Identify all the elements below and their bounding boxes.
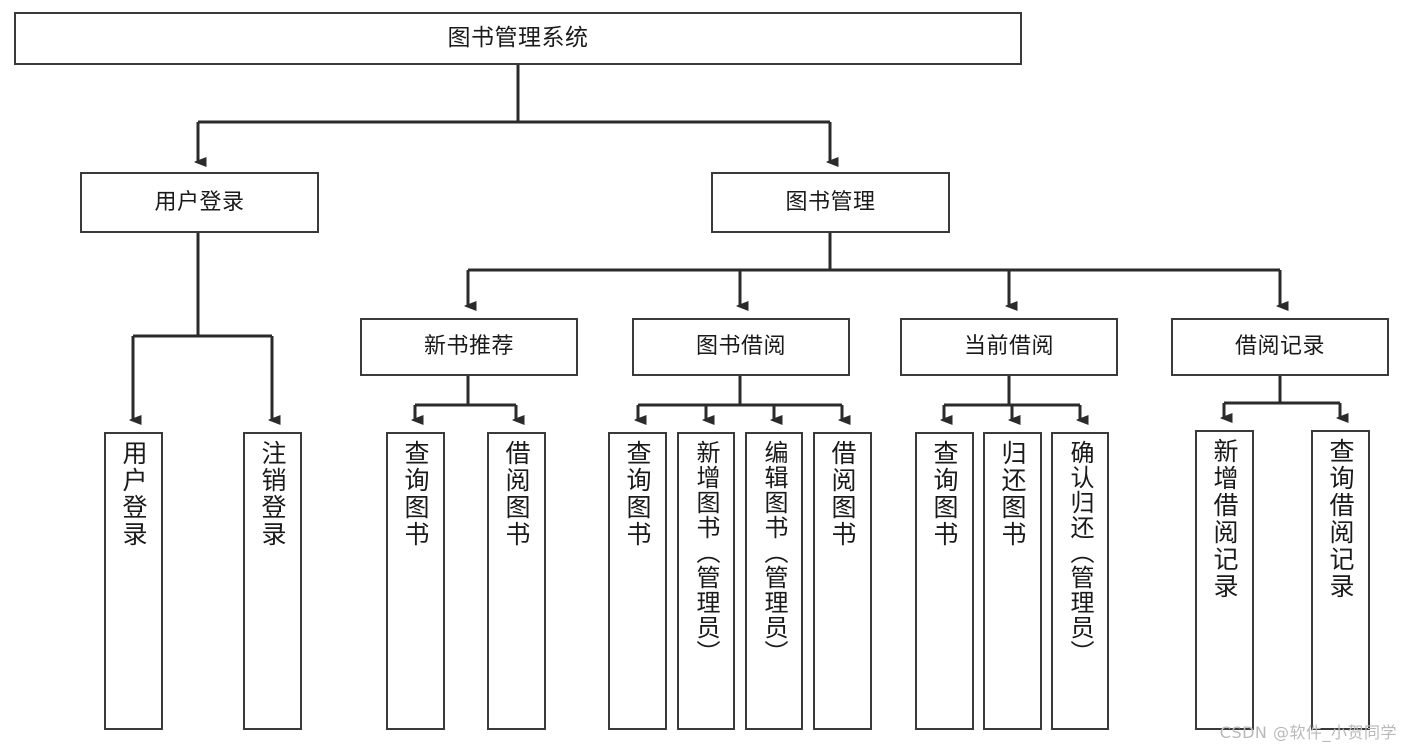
node-leaf-edit-book-label: 编辑图书（管理员） <box>760 440 788 665</box>
node-leaf-query-book-2[interactable]: 查询图书 <box>608 432 667 730</box>
node-leaf-query-record[interactable]: 查询借阅记录 <box>1311 430 1370 730</box>
node-leaf-borrow-book-2-label: 借阅图书 <box>828 440 857 548</box>
node-leaf-edit-book[interactable]: 编辑图书（管理员） <box>745 432 803 730</box>
node-leaf-add-record[interactable]: 新增借阅记录 <box>1195 430 1254 730</box>
node-leaf-query-record-label: 查询借阅记录 <box>1326 438 1355 600</box>
node-book-borrow[interactable]: 图书借阅 <box>632 318 850 376</box>
node-leaf-return-book[interactable]: 归还图书 <box>983 432 1042 730</box>
node-leaf-borrow-book-1-label: 借阅图书 <box>502 440 531 548</box>
node-leaf-user-login-label: 用户登录 <box>119 440 148 548</box>
node-borrow-record-label: 借阅记录 <box>1234 334 1325 360</box>
node-leaf-user-login[interactable]: 用户登录 <box>104 432 163 730</box>
node-leaf-query-book-2-label: 查询图书 <box>623 440 652 548</box>
node-leaf-logout-login-label: 注销登录 <box>258 440 287 548</box>
node-book-management[interactable]: 图书管理 <box>711 172 950 233</box>
node-leaf-borrow-book-1[interactable]: 借阅图书 <box>487 432 546 730</box>
node-leaf-query-book-3[interactable]: 查询图书 <box>915 432 974 730</box>
node-leaf-query-book-1-label: 查询图书 <box>401 440 430 548</box>
node-root-label: 图书管理系统 <box>447 24 589 51</box>
node-leaf-confirm-return-label: 确认归还（管理员） <box>1066 440 1094 665</box>
node-leaf-return-book-label: 归还图书 <box>998 440 1027 548</box>
node-leaf-query-book-3-label: 查询图书 <box>930 440 959 548</box>
node-leaf-add-record-label: 新增借阅记录 <box>1210 438 1239 600</box>
node-root[interactable]: 图书管理系统 <box>14 12 1022 65</box>
node-current-borrow[interactable]: 当前借阅 <box>900 318 1118 376</box>
node-current-borrow-label: 当前借阅 <box>963 334 1054 360</box>
node-leaf-borrow-book-2[interactable]: 借阅图书 <box>813 432 872 730</box>
node-new-book-recommend-label: 新书推荐 <box>423 334 514 360</box>
node-leaf-logout-login[interactable]: 注销登录 <box>243 432 302 730</box>
node-new-book-recommend[interactable]: 新书推荐 <box>360 318 578 376</box>
node-user-login-label: 用户登录 <box>154 189 245 215</box>
node-leaf-confirm-return[interactable]: 确认归还（管理员） <box>1051 432 1109 730</box>
node-book-management-label: 图书管理 <box>785 189 876 215</box>
node-leaf-query-book-1[interactable]: 查询图书 <box>386 432 445 730</box>
node-user-login[interactable]: 用户登录 <box>80 172 319 233</box>
node-book-borrow-label: 图书借阅 <box>695 334 786 360</box>
watermark: CSDN @软件_小贺同学 <box>1219 723 1397 742</box>
node-leaf-add-book-label: 新增图书（管理员） <box>692 440 720 665</box>
node-borrow-record[interactable]: 借阅记录 <box>1171 318 1389 376</box>
node-leaf-add-book[interactable]: 新增图书（管理员） <box>677 432 735 730</box>
